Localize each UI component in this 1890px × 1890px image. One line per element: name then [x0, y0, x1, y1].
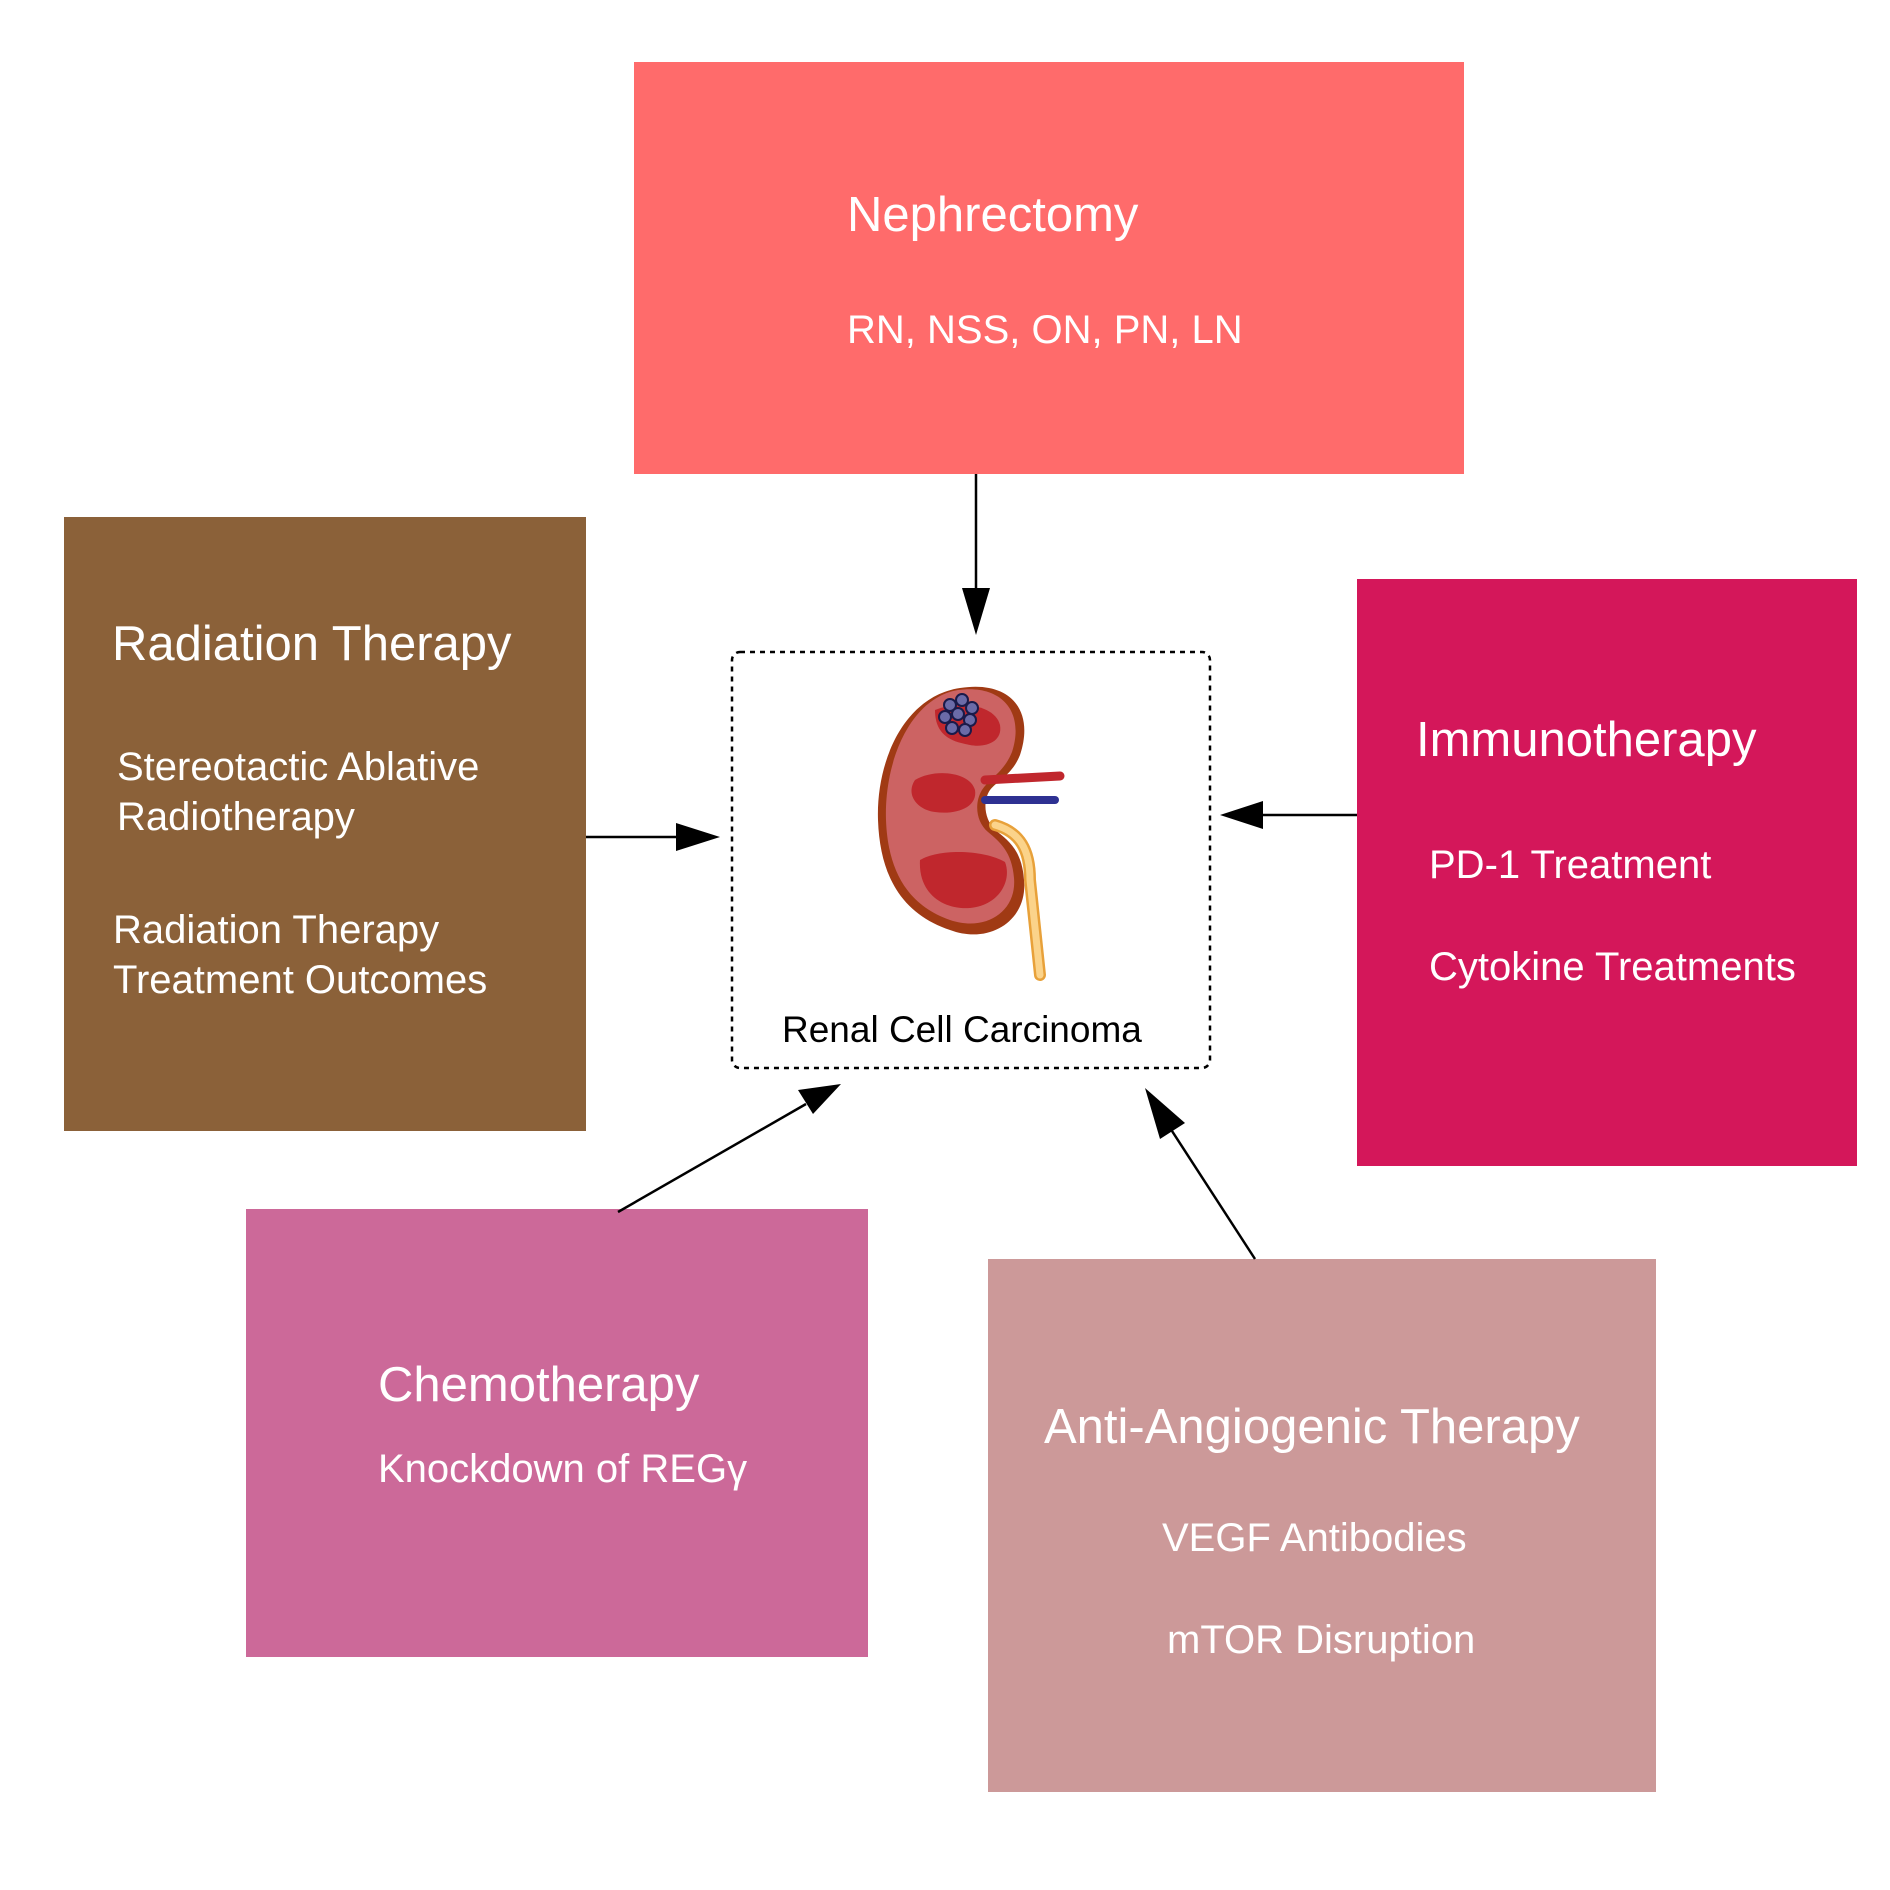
- immunotherapy-title: Immunotherapy: [1416, 713, 1757, 767]
- antiangiogenic-box: [988, 1259, 1656, 1792]
- center-box: [730, 650, 1212, 1070]
- chemotherapy-box: [246, 1209, 868, 1657]
- immunotherapy-item-2: Cytokine Treatments: [1429, 945, 1796, 989]
- chemotherapy-item-1: Knockdown of REGγ: [378, 1447, 747, 1491]
- arrow-radiation: [586, 823, 720, 851]
- arrow-nephrectomy: [962, 474, 990, 635]
- radiation-item-3: Radiation Therapy: [113, 908, 439, 952]
- arrow-immunotherapy: [1220, 801, 1357, 829]
- tumor-cluster: [938, 693, 979, 737]
- antiangiogenic-item-1: VEGF Antibodies: [1162, 1516, 1467, 1560]
- ureter-inner: [991, 821, 1044, 979]
- immunotherapy-box: [1357, 579, 1857, 1166]
- antiangiogenic-title: Anti-Angiogenic Therapy: [1044, 1400, 1580, 1454]
- center-label: Renal Cell Carcinoma: [782, 1009, 1142, 1050]
- nephrectomy-item-1: RN, NSS, ON, PN, LN: [847, 308, 1243, 352]
- center-node: Renal Cell Carcinoma: [730, 650, 1212, 1070]
- radiation-box: [64, 517, 586, 1131]
- nephrectomy-node: Nephrectomy RN, NSS, ON, PN, LN: [634, 62, 1464, 474]
- renal-artery: [980, 771, 1065, 785]
- arrows: [586, 474, 1357, 1260]
- nephrectomy-title: Nephrectomy: [847, 188, 1139, 242]
- radiation-item-4: Treatment Outcomes: [113, 958, 487, 1002]
- immunotherapy-item-1: PD-1 Treatment: [1429, 843, 1711, 887]
- radiation-node: Radiation Therapy Stereotactic Ablative …: [64, 517, 586, 1131]
- arrow-chemotherapy: [617, 1084, 841, 1214]
- kidney-tumor-icon: [877, 686, 1065, 981]
- nephrectomy-box: [634, 62, 1464, 474]
- kidney-pyramid-mid: [911, 773, 976, 813]
- antiangiogenic-node: Anti-Angiogenic Therapy VEGF Antibodies …: [988, 1259, 1656, 1792]
- radiation-item-2: Radiotherapy: [117, 795, 355, 839]
- arrow-antiangiogenic: [1145, 1088, 1257, 1260]
- kidney-pyramid-bottom: [919, 851, 1007, 909]
- antiangiogenic-item-2: mTOR Disruption: [1167, 1618, 1475, 1662]
- radiation-item-1: Stereotactic Ablative: [117, 745, 479, 789]
- chemotherapy-node: Chemotherapy Knockdown of REGγ: [246, 1209, 868, 1657]
- chemotherapy-title: Chemotherapy: [378, 1358, 700, 1412]
- immunotherapy-node: Immunotherapy PD-1 Treatment Cytokine Tr…: [1357, 579, 1857, 1166]
- radiation-title: Radiation Therapy: [112, 617, 512, 671]
